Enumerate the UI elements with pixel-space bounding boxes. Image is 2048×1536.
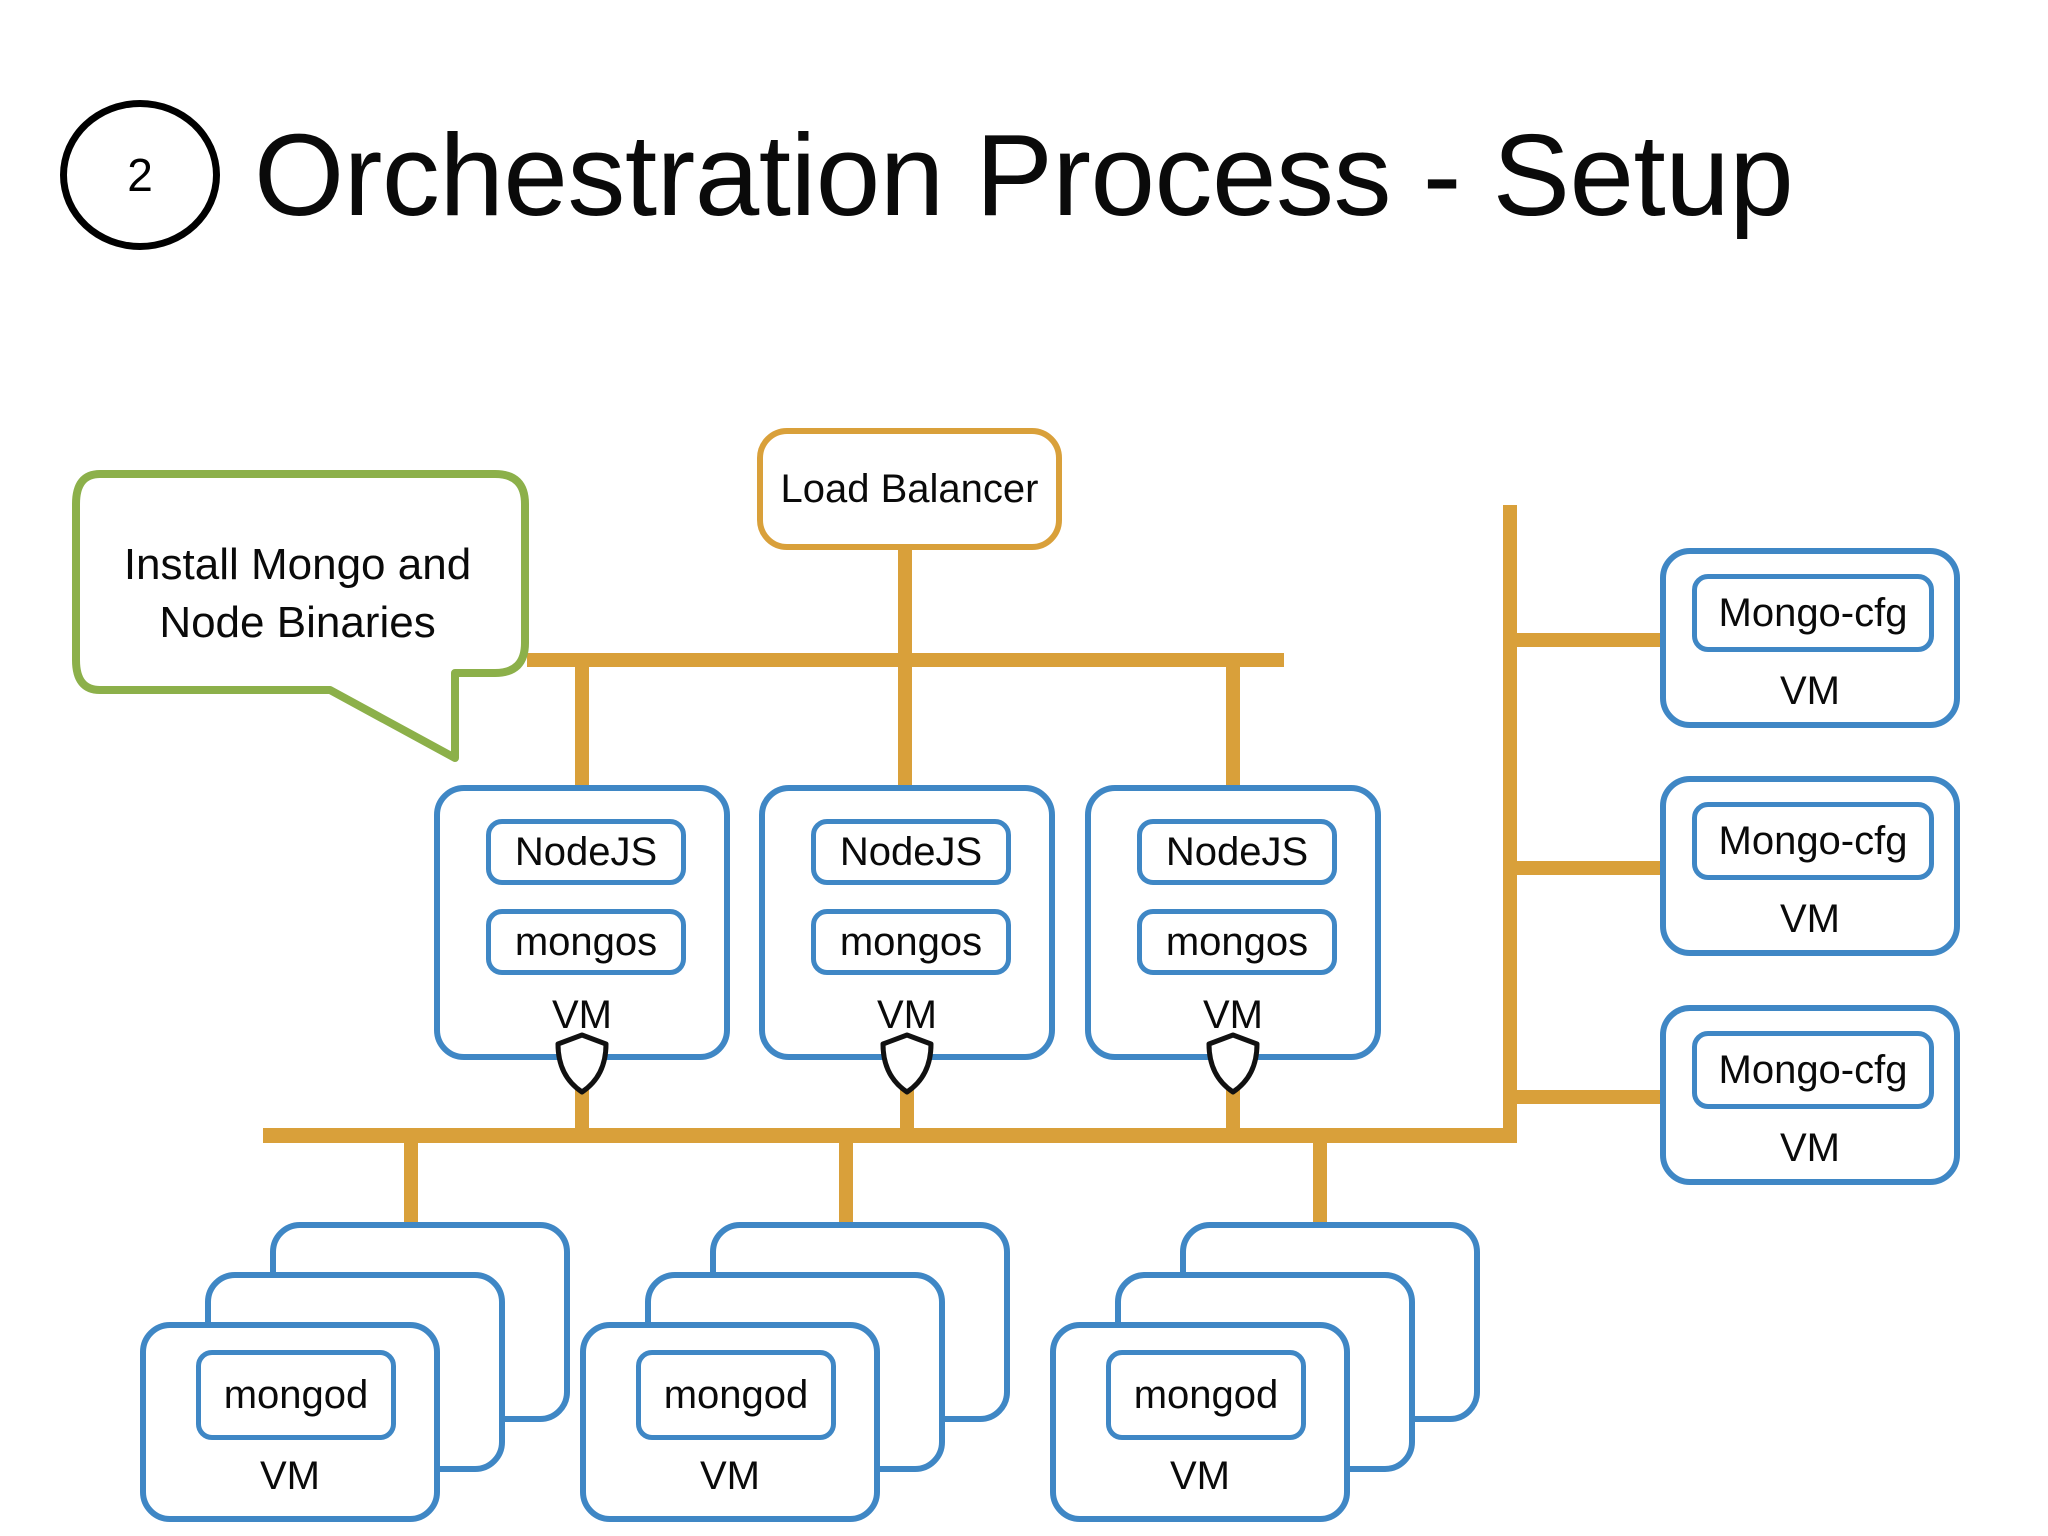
slide-header: 2 Orchestration Process - Setup — [60, 100, 1794, 250]
shield-icon — [554, 1032, 610, 1096]
shard-primary-vm[interactable]: mongod VM — [580, 1322, 880, 1522]
service-label: Mongo-cfg — [1718, 591, 1908, 635]
config-vm-3[interactable]: Mongo-cfg VM — [1660, 1005, 1960, 1185]
app-vm-1[interactable]: NodeJS mongos VM — [434, 785, 730, 1060]
annotation-callout: Install Mongo and Node Binaries — [70, 468, 540, 788]
vm-label: VM — [700, 1454, 760, 1498]
config-vm-1[interactable]: Mongo-cfg VM — [1660, 548, 1960, 728]
wire-lower-bus — [263, 1128, 1517, 1143]
wire-bus-to-app-vm-3 — [1226, 653, 1240, 787]
service-mongod-2[interactable]: mongod — [636, 1350, 836, 1440]
service-mongo-cfg-2[interactable]: Mongo-cfg — [1692, 802, 1934, 880]
wire-lb-to-bus — [898, 550, 912, 668]
service-label: NodeJS — [839, 830, 983, 874]
shard-group-2[interactable]: mongod VM — [580, 1222, 1010, 1522]
service-label: NodeJS — [514, 830, 658, 874]
vm-label: VM — [1170, 1454, 1230, 1498]
service-mongos-3[interactable]: mongos — [1137, 909, 1337, 975]
service-label: mongos — [1165, 920, 1309, 964]
vm-label: VM — [1780, 1126, 1840, 1170]
service-label: mongos — [839, 920, 983, 964]
callout-line-1: Install Mongo and — [123, 540, 472, 589]
service-label: Mongo-cfg — [1718, 1048, 1908, 1092]
service-label: mongod — [1133, 1373, 1279, 1417]
service-label: mongod — [223, 1373, 369, 1417]
vm-label: VM — [877, 993, 937, 1037]
step-number: 2 — [127, 149, 153, 201]
service-label: Mongo-cfg — [1718, 819, 1908, 863]
service-label: mongod — [663, 1373, 809, 1417]
vm-label: VM — [1780, 897, 1840, 941]
wire-config-stub-3 — [1503, 1090, 1660, 1104]
shard-primary-vm[interactable]: mongod VM — [1050, 1322, 1350, 1522]
wire-bus-to-app-vm-1 — [575, 653, 589, 787]
wire-bus-to-app-vm-2 — [898, 653, 912, 787]
wire-config-stub-2 — [1503, 861, 1660, 875]
step-number-badge: 2 — [60, 100, 220, 250]
vm-label: VM — [552, 993, 612, 1037]
service-label: NodeJS — [1165, 830, 1309, 874]
service-nodejs-3[interactable]: NodeJS — [1137, 819, 1337, 885]
service-mongos-1[interactable]: mongos — [486, 909, 686, 975]
service-nodejs-2[interactable]: NodeJS — [811, 819, 1011, 885]
load-balancer-box[interactable]: Load Balancer — [757, 428, 1062, 550]
service-mongod-3[interactable]: mongod — [1106, 1350, 1306, 1440]
vm-label: VM — [1203, 993, 1263, 1037]
load-balancer-label: Load Balancer — [780, 467, 1039, 511]
shard-primary-vm[interactable]: mongod VM — [140, 1322, 440, 1522]
config-vm-2[interactable]: Mongo-cfg VM — [1660, 776, 1960, 956]
app-vm-3[interactable]: NodeJS mongos VM — [1085, 785, 1381, 1060]
vm-label: VM — [1780, 669, 1840, 713]
wire-config-vertical-bus — [1503, 505, 1517, 1137]
wire-bus-to-shard-1 — [404, 1138, 418, 1228]
service-mongo-cfg-3[interactable]: Mongo-cfg — [1692, 1031, 1934, 1109]
wire-bus-to-shard-3 — [1313, 1138, 1327, 1228]
page-title: Orchestration Process - Setup — [254, 110, 1794, 240]
shield-icon — [879, 1032, 935, 1096]
service-label: mongos — [514, 920, 658, 964]
service-mongod-1[interactable]: mongod — [196, 1350, 396, 1440]
callout-text: Install Mongo and Node Binaries — [70, 536, 525, 652]
shard-group-1[interactable]: mongod VM — [140, 1222, 570, 1522]
callout-line-2: Node Binaries — [159, 598, 436, 648]
service-mongos-2[interactable]: mongos — [811, 909, 1011, 975]
service-mongo-cfg-1[interactable]: Mongo-cfg — [1692, 574, 1934, 652]
service-nodejs-1[interactable]: NodeJS — [486, 819, 686, 885]
app-vm-2[interactable]: NodeJS mongos VM — [759, 785, 1055, 1060]
wire-bus-to-shard-2 — [839, 1138, 853, 1228]
shard-group-3[interactable]: mongod VM — [1050, 1222, 1480, 1522]
shield-icon — [1205, 1032, 1261, 1096]
wire-config-stub-1 — [1503, 633, 1660, 647]
vm-label: VM — [260, 1454, 320, 1498]
